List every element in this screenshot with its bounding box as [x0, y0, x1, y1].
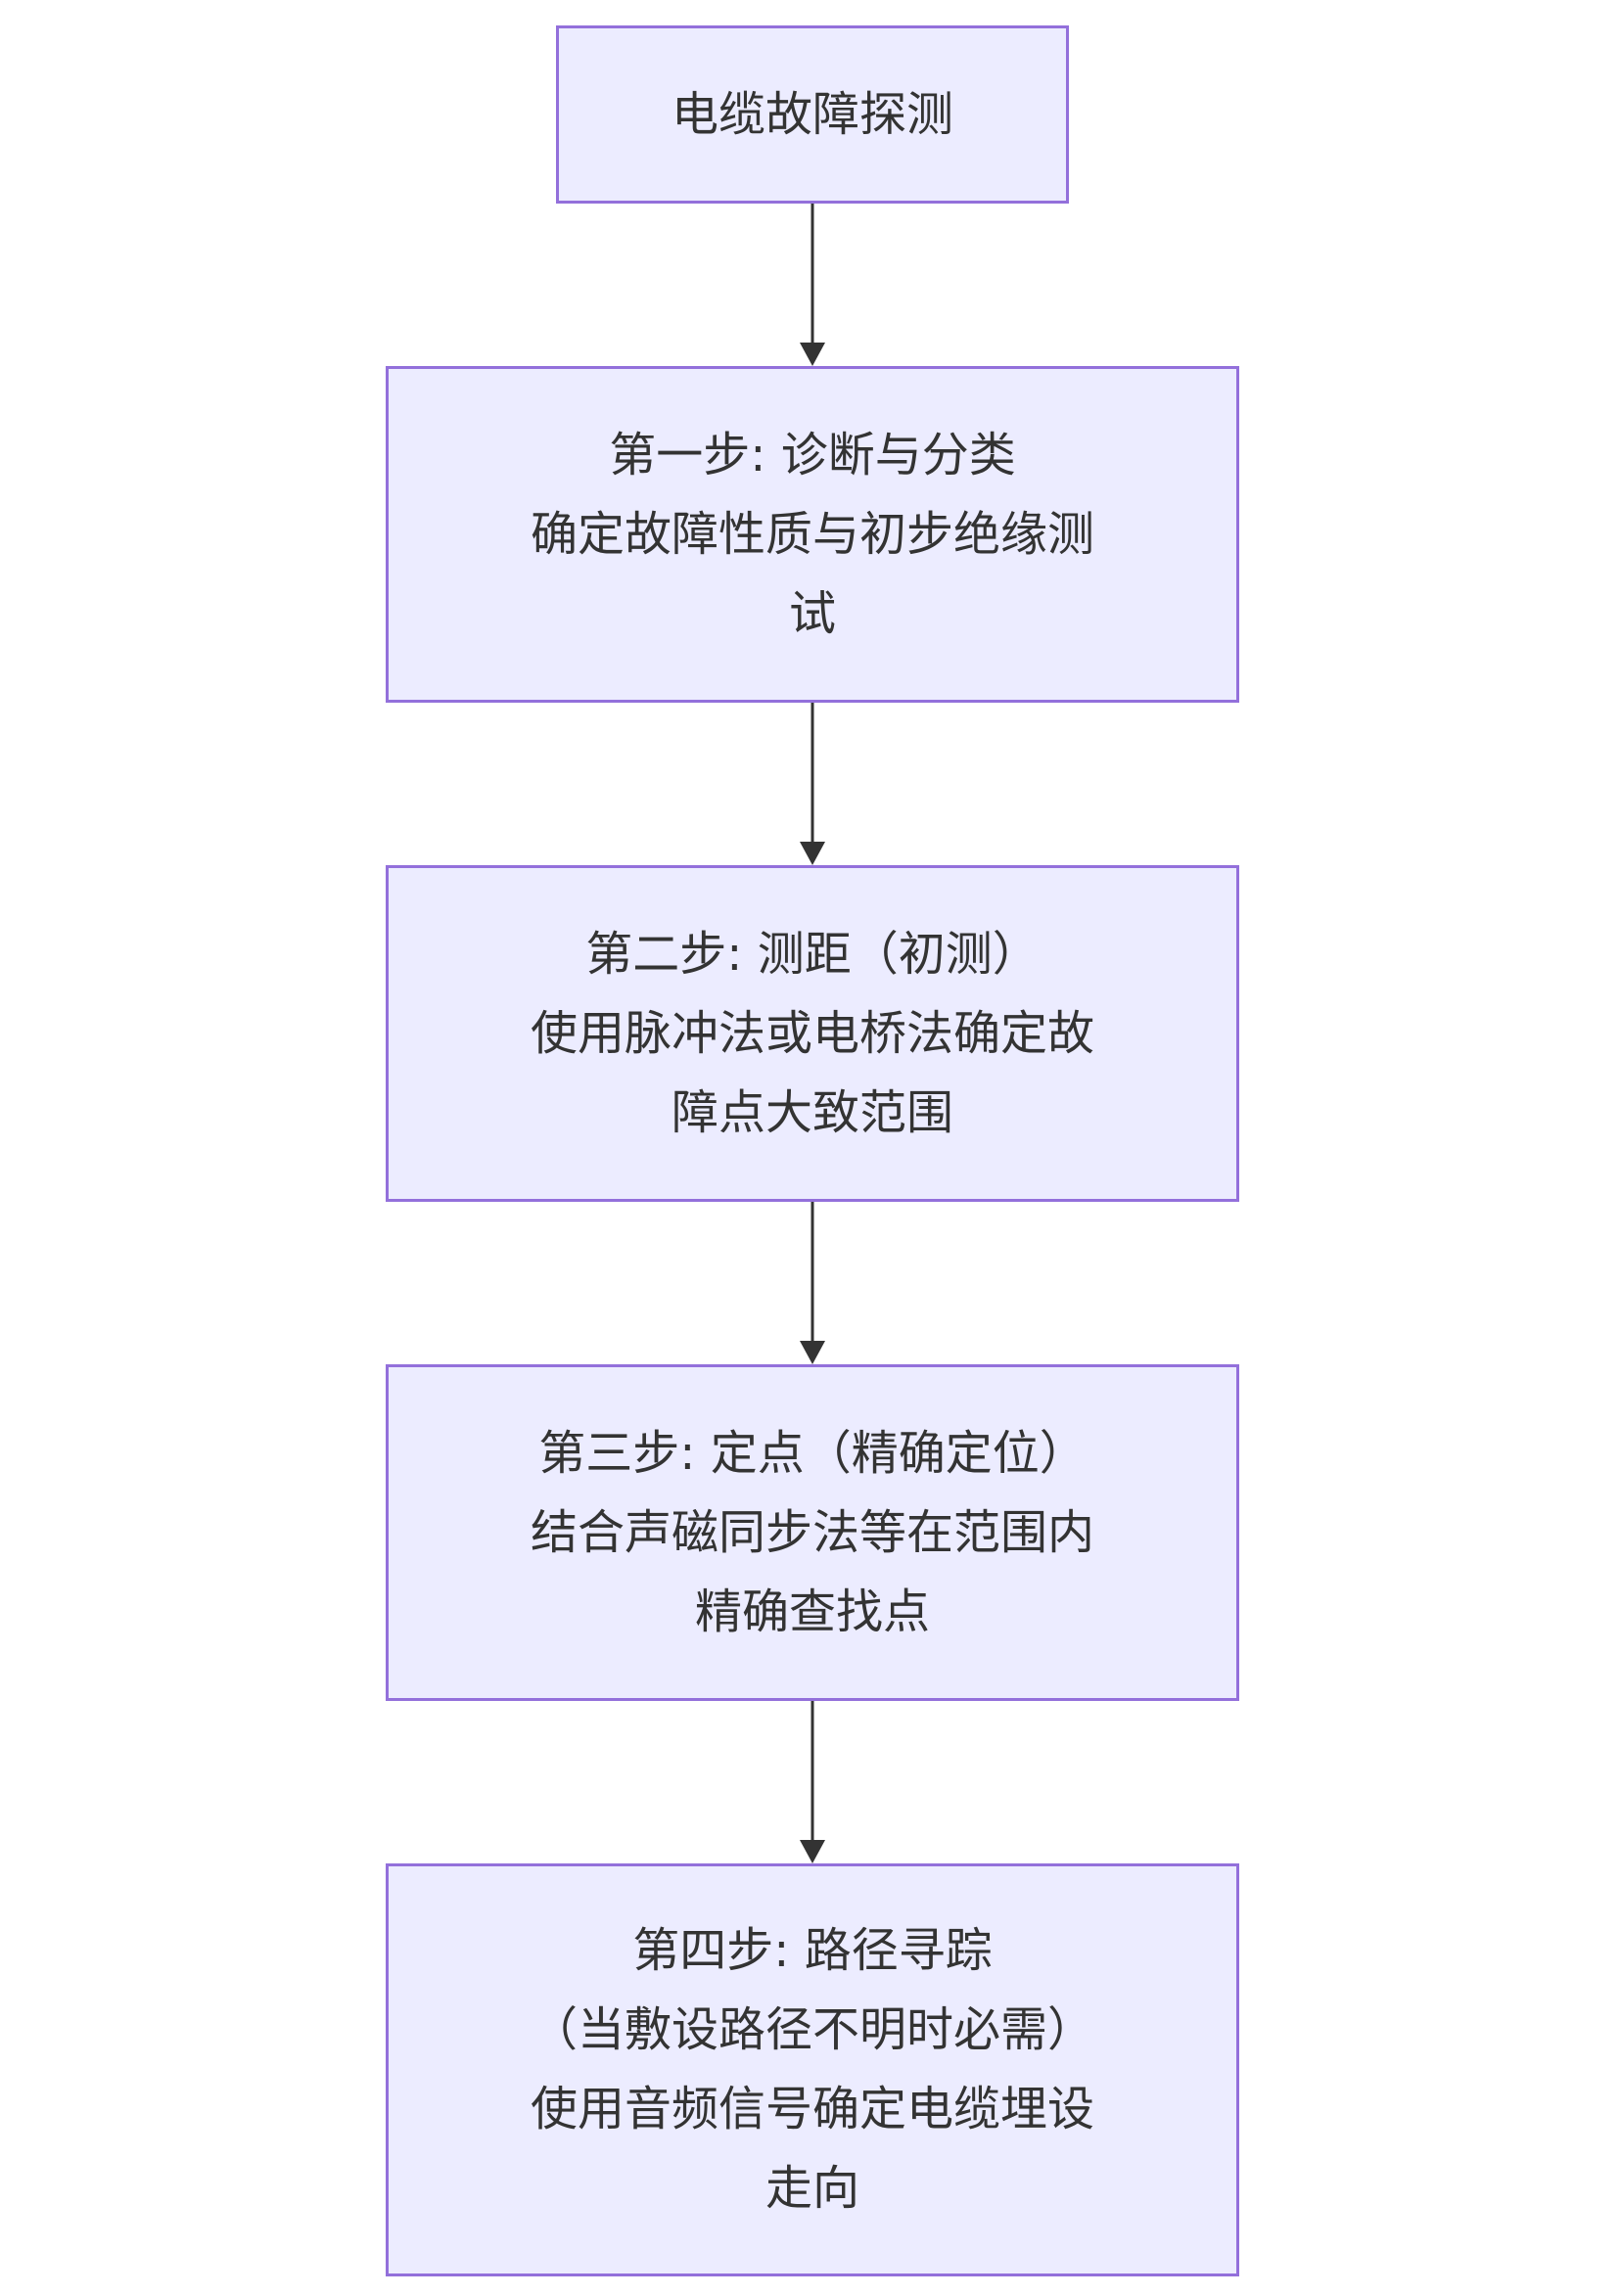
edge-n2-n3 [800, 1202, 825, 1364]
node-title: 第一步: 诊断与分类 [609, 427, 1016, 482]
edge-n0-n1 [800, 204, 825, 366]
node-label-line: 确定故障性质与初步绝缘测 [530, 506, 1094, 562]
node-cable-fault-detection: 电缆故障探测 [556, 25, 1069, 204]
arrowhead-icon [800, 343, 825, 366]
node-label-line: 障点大致范围 [671, 1084, 953, 1140]
edge-n1-n2 [800, 703, 825, 865]
node-label-line: 使用脉冲法或电桥法确定故 [530, 1005, 1094, 1061]
edge-n3-n4 [800, 1701, 825, 1863]
node-step-3-pinpointing: 第三步: 定点（精确定位） 结合声磁同步法等在范围内 精确查找点 [386, 1364, 1239, 1701]
node-step-2-ranging: 第二步: 测距（初测） 使用脉冲法或电桥法确定故 障点大致范围 [386, 865, 1239, 1202]
arrowhead-icon [800, 842, 825, 865]
node-label-line: （当敷设路径不明时必需） [530, 2002, 1094, 2057]
node-label-line: 结合声磁同步法等在范围内 [530, 1504, 1094, 1560]
node-label-line: 电缆故障探测 [671, 86, 953, 142]
node-label-line: 走向 [764, 2161, 859, 2216]
node-step-1-diagnosis: 第一步: 诊断与分类 确定故障性质与初步绝缘测 试 [386, 366, 1239, 703]
node-title: 第三步: 定点（精确定位） [538, 1425, 1087, 1481]
node-title: 第二步: 测距（初测） [585, 926, 1040, 982]
node-step-4-route-tracing: 第四步: 路径寻踪 （当敷设路径不明时必需） 使用音频信号确定电缆埋设 走向 [386, 1863, 1239, 2276]
node-label-line: 试 [788, 585, 836, 641]
node-label-line: 精确查找点 [694, 1584, 930, 1639]
node-title: 第四步: 路径寻踪 [632, 1923, 993, 1978]
arrowhead-icon [800, 1341, 825, 1364]
arrowhead-icon [800, 1840, 825, 1863]
node-label-line: 使用音频信号确定电缆埋设 [530, 2082, 1094, 2136]
